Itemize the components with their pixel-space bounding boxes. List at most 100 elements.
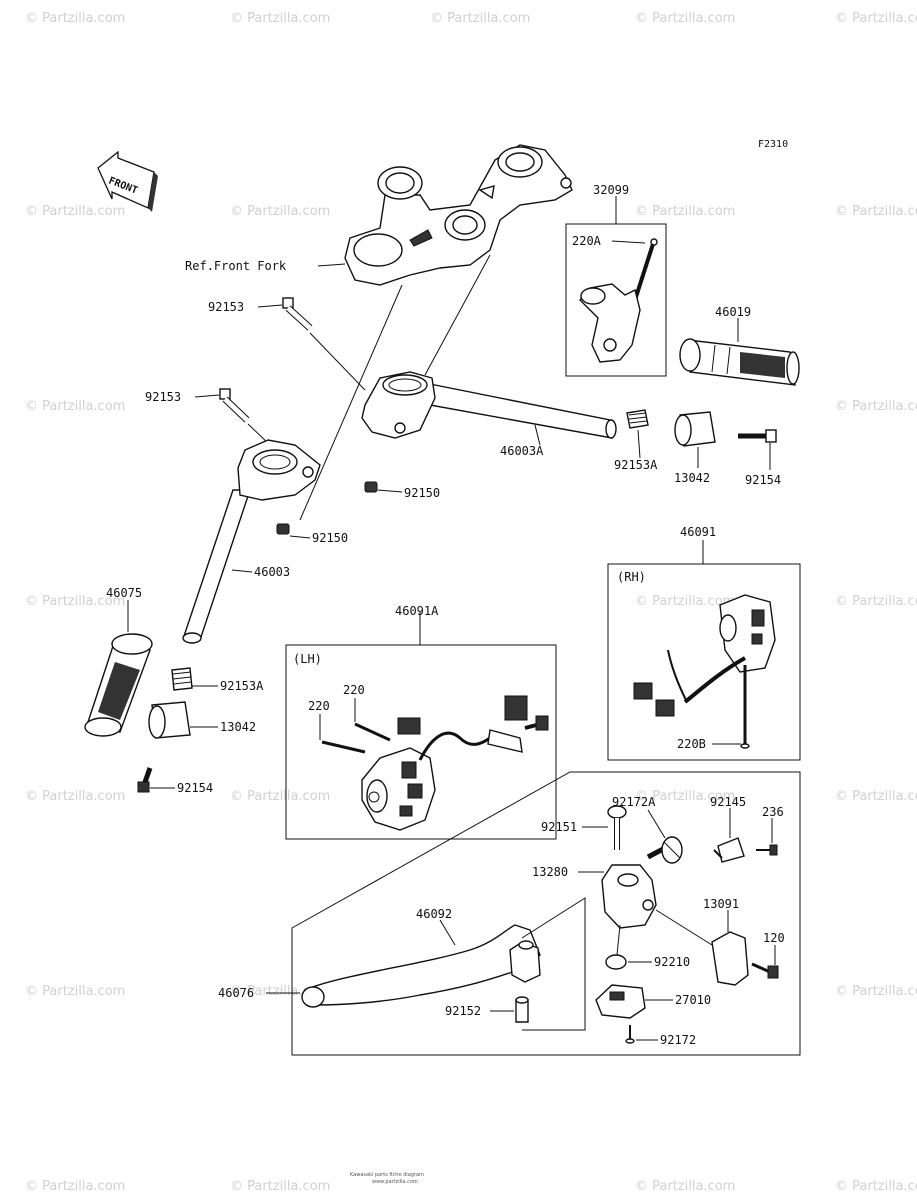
watermark: © Partzilla.com [230,1179,330,1194]
box-label-lh: (LH) [293,652,322,666]
watermark: © Partzilla.com [25,789,125,804]
guide-line [616,924,621,956]
leader [289,535,311,539]
watermark: © Partzilla.com [25,11,125,26]
part-label-46076: 46076 [218,986,254,1000]
part-label-27010: 27010 [675,993,711,1007]
part-label-46092: 46092 [416,907,452,921]
handlebar-46003A [361,371,617,439]
guide-line [424,254,491,376]
watermark: © Partzilla.com [835,984,917,999]
bolt-92150-lower [276,523,290,535]
watermark: © Partzilla.com [835,399,917,414]
bolt-92150-upper [364,481,378,493]
box-46091-rh [607,563,801,761]
leader [655,909,713,946]
part-label-46003A: 46003A [500,444,544,458]
part-label-92154: 92154 [177,781,213,795]
clamp-13091 [711,931,749,986]
part-label-46091A: 46091A [395,604,439,618]
watermark: © Partzilla.com [835,204,917,219]
watermark: © Partzilla.com [835,11,917,26]
guide-line [299,284,403,521]
switch-housing-lh [321,695,549,831]
watermark: © Partzilla.com [25,984,125,999]
part-label-92172A: 92172A [612,795,656,809]
guide-line [309,332,366,391]
weight-13042-right [674,411,716,447]
bolt-92153-lower [219,388,250,423]
watermark: © Partzilla.com [230,204,330,219]
part-label-92153A: 92153A [220,679,264,693]
box-lever-assembly [291,771,801,1056]
screw-236 [756,844,778,856]
diagram-code: F2310 [758,139,788,150]
part-label-32099: 32099 [593,183,629,197]
part-label-220A: 220A [572,234,602,248]
watermark: © Partzilla.com [25,204,125,219]
leader [257,304,283,308]
bushing-92152 [515,996,529,1023]
part-label-46091: 46091 [680,525,716,539]
watermark: © Partzilla.com [635,594,735,609]
part-label-220: 220 [308,699,330,713]
part-label-13280: 13280 [532,865,568,879]
handlebar-46003 [182,439,321,644]
nut-92210 [605,954,627,970]
part-label-92153: 92153 [208,300,244,314]
watermark: © Partzilla.com [835,1179,917,1194]
lever-holder-13280 [601,864,657,929]
leader [611,240,646,244]
part-label-92153A: 92153A [614,458,658,472]
lever-46092 [301,924,541,1008]
part-label-13042: 13042 [220,720,256,734]
watermark: © Partzilla.com [25,1179,125,1194]
footer-line-2: www.partzilla.com [372,1179,418,1185]
bolt-120 [751,962,779,979]
leader [317,263,346,267]
watermark: © Partzilla.com [25,594,125,609]
watermark: © Partzilla.com [230,789,330,804]
watermark: © Partzilla.com [25,399,125,414]
footer-line-1: Kawasaki parts fiche diagram [350,1172,424,1178]
leader [377,489,403,493]
leader [439,919,456,946]
part-label-92172: 92172 [660,1033,696,1047]
weight-13042-left [148,701,191,739]
throttle-housing-32099 [579,238,658,363]
watermark: © Partzilla.com [635,11,735,26]
part-label-92152: 92152 [445,1004,481,1018]
watermark: © Partzilla.com [230,11,330,26]
part-label-92150: 92150 [404,486,440,500]
part-label-220B: 220B [677,737,706,751]
part-label-92145: 92145 [710,795,746,809]
leader [231,569,253,573]
part-label-13042: 13042 [674,471,710,485]
plug-92153A-left [171,667,193,691]
leader [647,809,666,839]
leader [534,424,541,446]
spring-92145 [713,837,745,863]
watermark: © Partzilla.com [635,789,735,804]
grip-46019 [679,338,800,386]
top-triple-clamp [344,144,573,286]
part-label-92210: 92210 [654,955,690,969]
ref-front-fork-label: Ref.Front Fork [185,259,287,273]
part-label-46075: 46075 [106,586,142,600]
part-label-220: 220 [343,683,365,697]
watermark-layer: © Partzilla.com © Partzilla.com © Partzi… [25,11,917,1194]
part-label-92150: 92150 [312,531,348,545]
plug-92153A-right [626,409,649,429]
box-46091A-lh [285,644,557,840]
screw-92172 [625,1025,635,1044]
bolt-92154-left [137,767,153,793]
part-label-46019: 46019 [715,305,751,319]
box-label-rh: (RH) [617,570,646,584]
bolt-92153-upper [282,297,313,331]
part-label-236: 236 [762,805,784,819]
part-label-120: 120 [763,931,785,945]
leader [637,429,641,459]
pin-92151 [607,805,627,850]
